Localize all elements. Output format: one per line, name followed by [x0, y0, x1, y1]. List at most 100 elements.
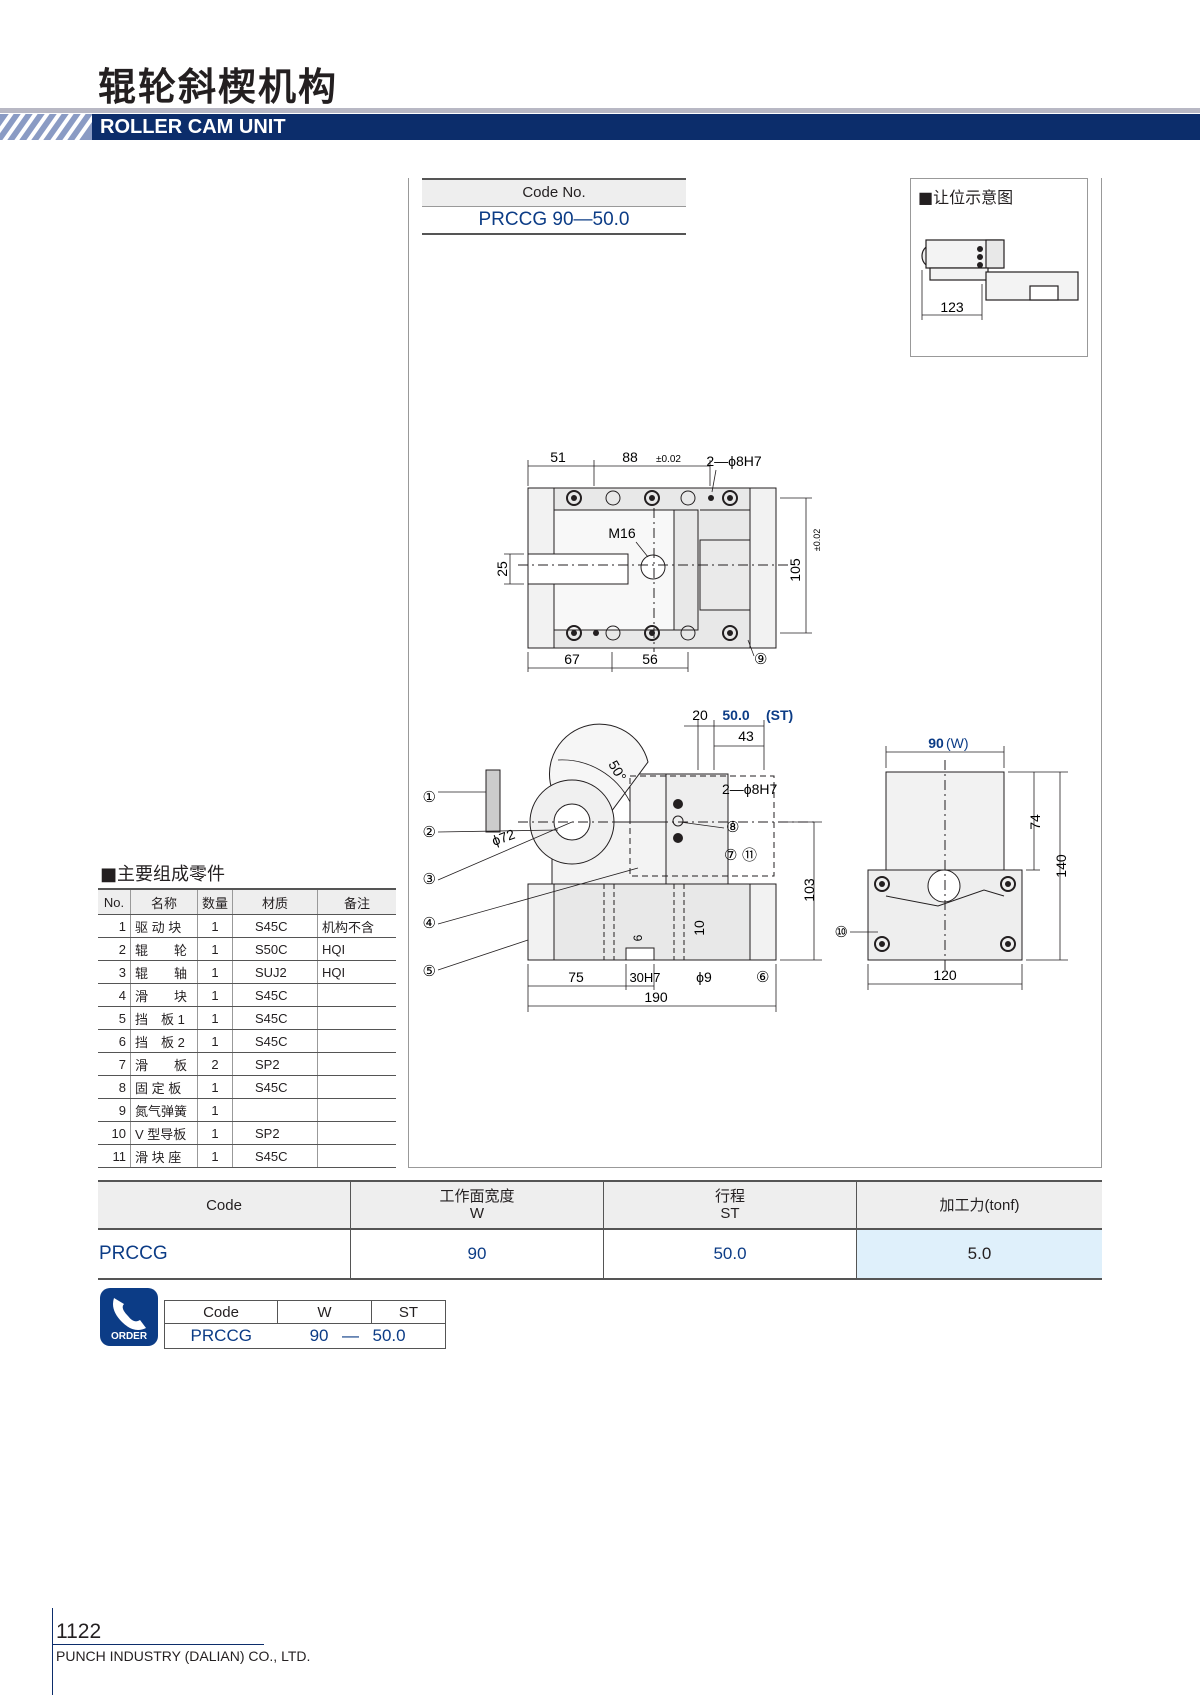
drawing-panel: [408, 178, 1102, 1168]
part-remarks: [317, 1121, 396, 1145]
spec-force: 5.0: [856, 1229, 1102, 1280]
spec-header-force: 加工力(tonf): [856, 1180, 1102, 1230]
part-name: 滑 板: [130, 1052, 198, 1076]
dim-2-8h7-front: 2—ϕ8H7: [722, 781, 778, 797]
parts-header-row: No. 名称 数量 材质 备注: [98, 888, 396, 915]
callout-2: ②: [423, 824, 436, 841]
clearance-diagram-box: [910, 178, 1088, 357]
dim-120: 120: [933, 967, 957, 983]
dim-2-8h7-top: 2—ϕ8H7: [706, 453, 762, 469]
spec-st: 50.0: [603, 1229, 857, 1280]
dim-25: 25: [494, 561, 510, 577]
dim-88: 88: [622, 449, 638, 465]
part-no: 9: [98, 1098, 131, 1122]
part-name: 滑 块: [130, 983, 198, 1007]
callout-3: ③: [423, 871, 436, 888]
part-no: 7: [98, 1052, 131, 1076]
order-header-st: ST: [371, 1300, 446, 1324]
part-remarks: 机构不含: [317, 914, 396, 938]
part-material: S45C: [232, 983, 318, 1007]
dim-20: 20: [692, 707, 708, 723]
spec-header-stroke-en: ST: [720, 1205, 740, 1222]
callout-7: ⑦: [724, 847, 737, 864]
part-qty: 1: [197, 1029, 233, 1053]
part-qty: 1: [197, 914, 233, 938]
dim-105: 105: [787, 558, 803, 582]
page-subtitle: ROLLER CAM UNIT: [100, 116, 286, 138]
part-remarks: [317, 1006, 396, 1030]
callout-4: ④: [423, 915, 436, 932]
part-no: 3: [98, 960, 131, 984]
code-number-value: PRCCG 90—50.0: [422, 207, 686, 235]
clearance-title: ■让位示意图: [918, 188, 1014, 207]
order-st: 50.0: [371, 1323, 446, 1349]
part-no: 10: [98, 1121, 131, 1145]
phone-order-icon: [100, 1288, 158, 1346]
part-material: SP2: [232, 1052, 318, 1076]
spec-header-code: Code: [98, 1180, 351, 1230]
spec-header-stroke-cn: 行程: [714, 1188, 745, 1205]
dim-43: 43: [738, 728, 754, 744]
clearance-dim-label: 123: [940, 299, 964, 315]
part-no: 11: [98, 1144, 131, 1168]
order-header-code: Code: [164, 1300, 278, 1324]
footer-rule-vertical: [52, 1608, 53, 1695]
part-name: V 型导板: [130, 1121, 198, 1145]
part-qty: 1: [197, 1006, 233, 1030]
part-material: S45C: [232, 1144, 318, 1168]
parts-header-material: 材质: [232, 888, 318, 915]
clearance-diagram: 123: [921, 239, 1079, 320]
order-example-table: Code W ST PRCCG 90 — 50.0: [164, 1300, 446, 1349]
part-name: 驱 动 块: [130, 914, 198, 938]
part-remarks: [317, 1075, 396, 1099]
part-name: 氮气弹簧: [130, 1098, 198, 1122]
part-material: S45C: [232, 1029, 318, 1053]
spec-code: PRCCG: [98, 1229, 351, 1280]
order-dash: —: [329, 1323, 372, 1349]
part-name: 滑 块 座: [130, 1144, 198, 1168]
spec-header-width-cn: 工作面宽度: [439, 1188, 515, 1205]
part-material: S45C: [232, 1075, 318, 1099]
footer-rule-horizontal: [52, 1644, 264, 1645]
parts-header-name: 名称: [130, 888, 198, 915]
part-remarks: HQI: [317, 937, 396, 961]
parts-list-title: ■主要组成零件: [100, 864, 226, 885]
part-remarks: [317, 1098, 396, 1122]
dim-6: 6: [631, 934, 645, 941]
order-header-row: Code W ST: [164, 1300, 446, 1324]
header-band: [86, 114, 1200, 140]
callout-11: ⑪: [742, 847, 757, 864]
dim-10: 10: [691, 920, 707, 936]
part-name: 挡 板 1: [130, 1006, 198, 1030]
part-no: 2: [98, 937, 131, 961]
part-material: S45C: [232, 1006, 318, 1030]
part-no: 6: [98, 1029, 131, 1053]
dim-88-tol: ±0.02: [656, 454, 681, 465]
dim-30h7: 30H7: [629, 970, 660, 985]
dim-56: 56: [642, 651, 658, 667]
dim-190: 190: [644, 989, 668, 1005]
part-qty: 1: [197, 1075, 233, 1099]
dim-w: 90: [928, 735, 944, 751]
part-material: S50C: [232, 937, 318, 961]
order-label: ORDER: [110, 1331, 148, 1342]
dim-st: 50.0: [722, 707, 749, 723]
part-name: 辊 轴: [130, 960, 198, 984]
dim-105-tol: ±0.02: [812, 529, 822, 551]
part-remarks: [317, 1052, 396, 1076]
part-name: 辊 轮: [130, 937, 198, 961]
part-name: 固 定 板: [130, 1075, 198, 1099]
part-remarks: HQI: [317, 960, 396, 984]
part-remarks: [317, 983, 396, 1007]
part-no: 8: [98, 1075, 131, 1099]
